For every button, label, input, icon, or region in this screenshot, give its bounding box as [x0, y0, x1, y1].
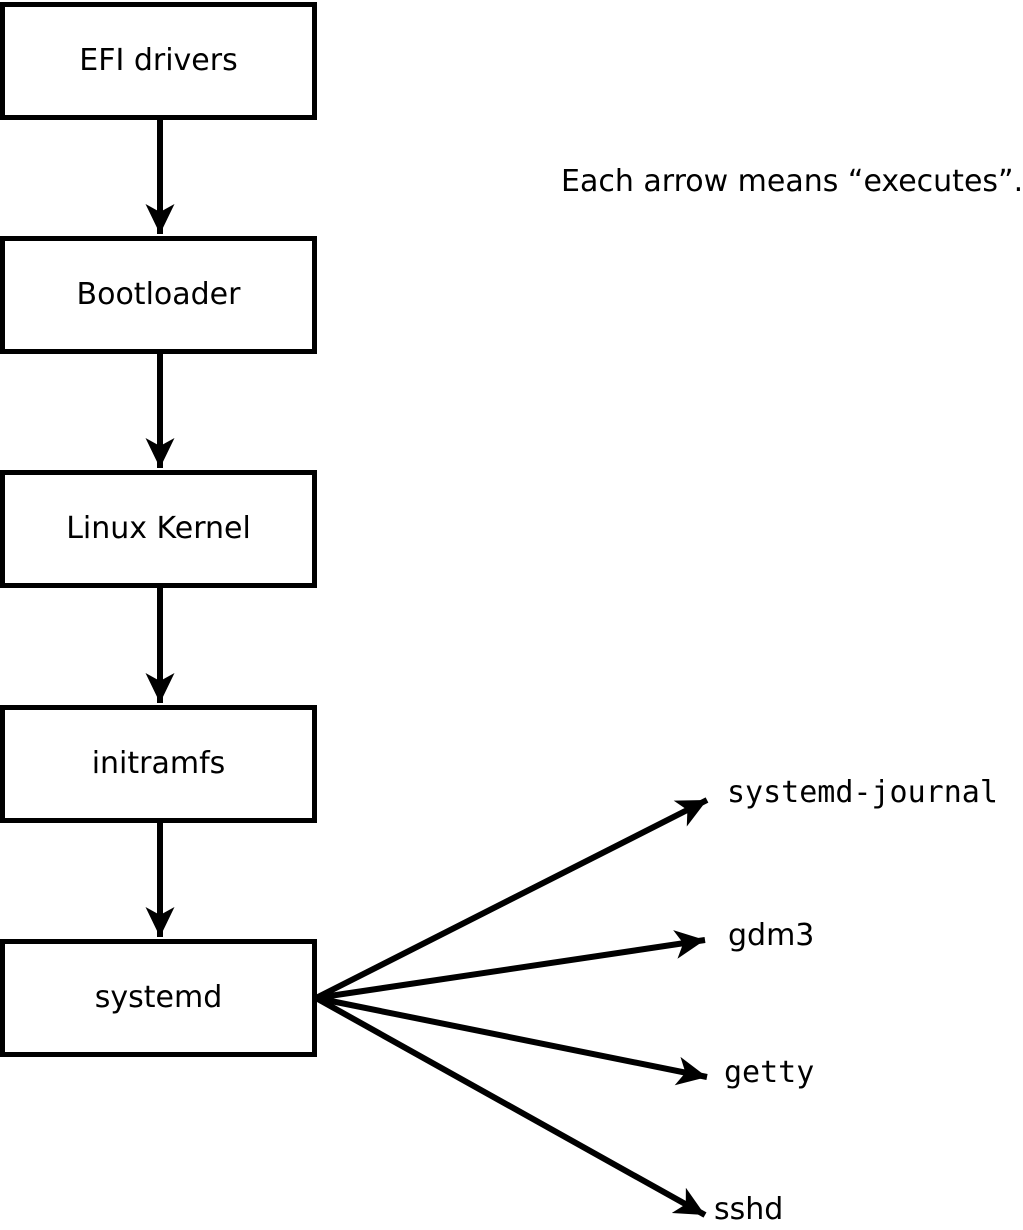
note-text: Each arrow means “executes”.: [561, 164, 1023, 199]
process-label-gdm3: gdm3: [728, 918, 815, 953]
box-label: EFI drivers: [79, 43, 238, 78]
box-label: initramfs: [91, 746, 226, 781]
process-label-sshd: sshd: [714, 1192, 784, 1227]
box-label: Linux Kernel: [66, 511, 251, 546]
box-label: Bootloader: [76, 277, 241, 312]
arrow-systemd-to-getty: [315, 995, 708, 1086]
arrow-systemd-to-sshd: [314, 995, 707, 1218]
process-label-getty: getty: [724, 1055, 815, 1090]
box-initramfs: initramfs: [0, 705, 317, 823]
box-label: systemd: [94, 980, 223, 1015]
box-bootloader: Bootloader: [0, 236, 317, 354]
arrow-systemd-to-gdm3: [315, 930, 706, 1001]
process-label-systemd-journal: systemd-journal: [727, 775, 998, 810]
box-systemd: systemd: [0, 939, 317, 1057]
box-linux-kernel: Linux Kernel: [0, 470, 317, 588]
box-efi-drivers: EFI drivers: [0, 2, 317, 120]
arrow-systemd-to-journal: [314, 797, 709, 1001]
